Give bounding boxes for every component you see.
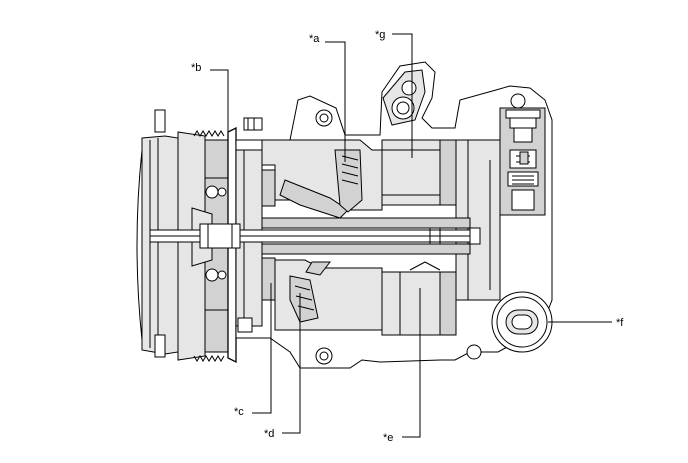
- leader-lines: [210, 33, 612, 438]
- callout-e: *e: [383, 432, 393, 444]
- cylinder-block: [381, 139, 457, 336]
- callout-labels: *a *g *b *c *d *e *f: [191, 29, 624, 444]
- callout-d: *d: [264, 428, 274, 440]
- callout-a: *a: [309, 33, 320, 45]
- rear-housing: [455, 107, 546, 301]
- callout-f: *f: [616, 317, 624, 329]
- callout-c: *c: [234, 406, 244, 418]
- swash-plate-chamber: [261, 139, 383, 331]
- drive-shaft: [149, 217, 481, 255]
- port-fitting: [491, 291, 553, 353]
- callout-g: *g: [375, 29, 385, 41]
- callout-b: *b: [191, 62, 201, 74]
